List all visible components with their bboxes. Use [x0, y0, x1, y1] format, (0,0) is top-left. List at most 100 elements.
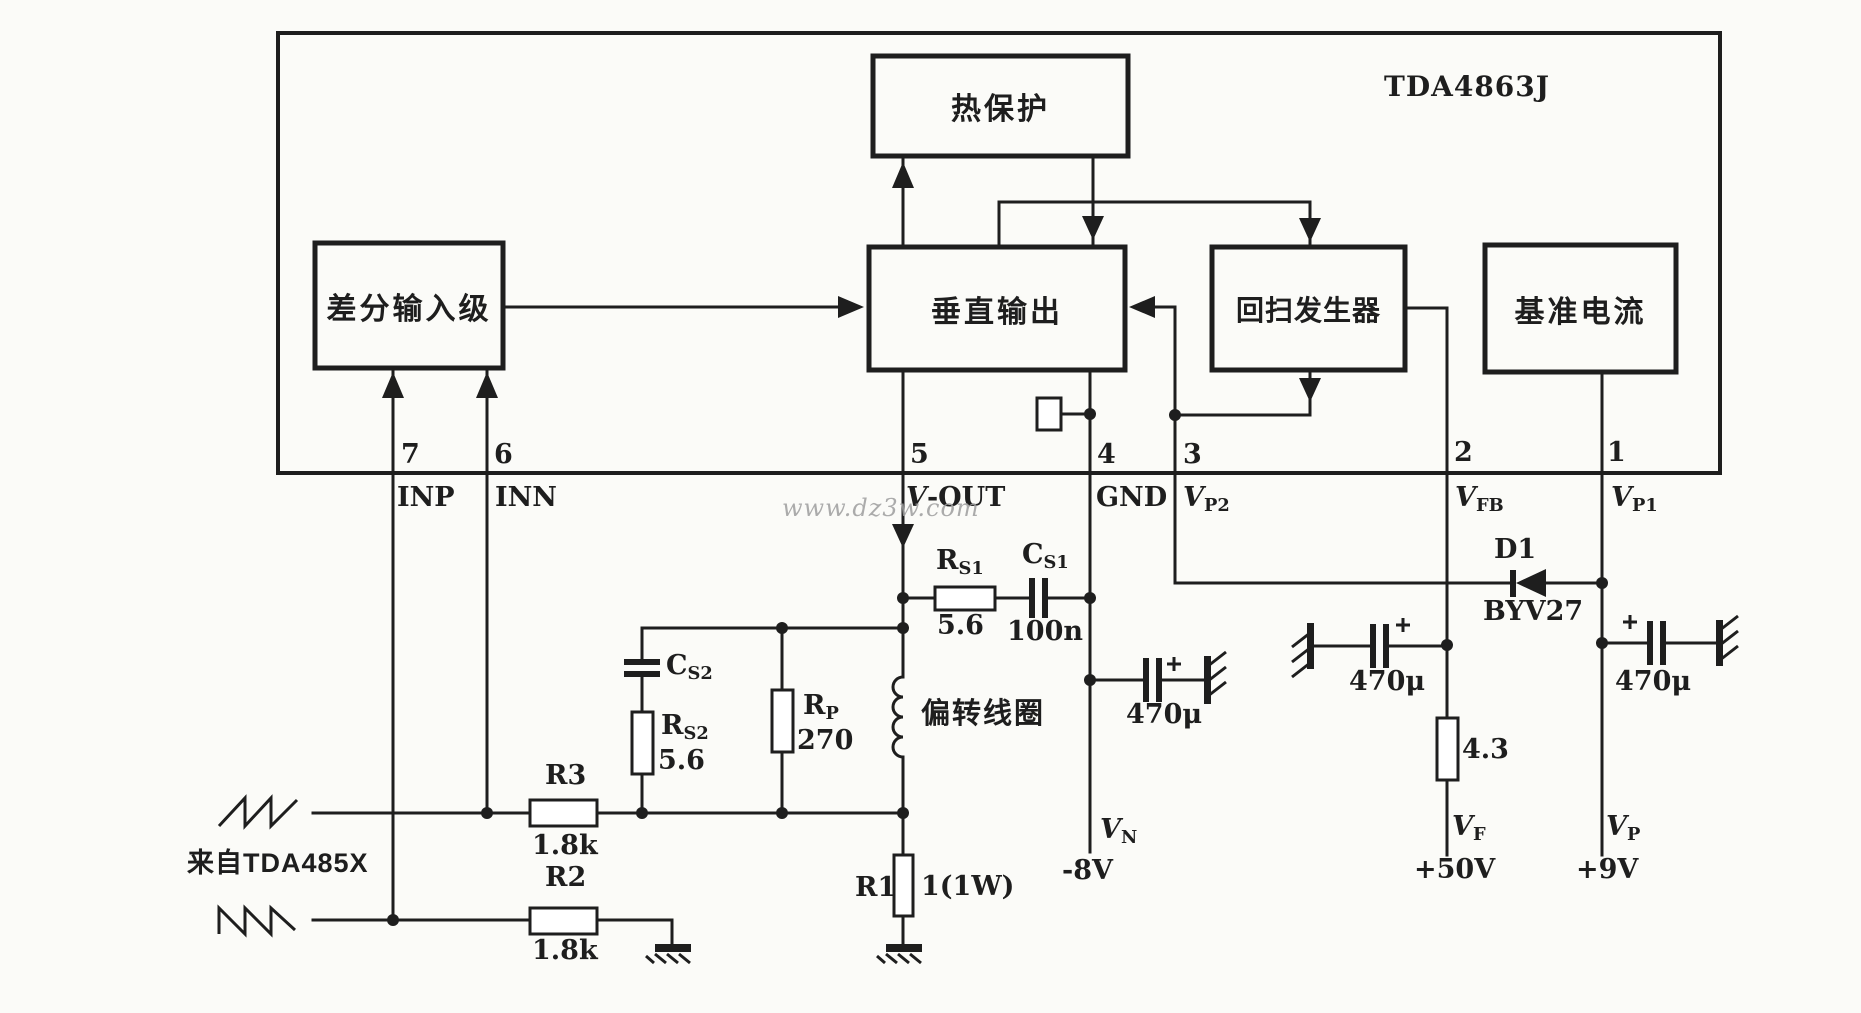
value-c-vp: 470μ: [1615, 666, 1692, 697]
value-4r3: 4.3: [1462, 734, 1509, 765]
arrowhead-down-icon: [1082, 216, 1104, 240]
arrowhead-right-icon: [838, 296, 864, 318]
block-label-diff-input: 差分输入级: [326, 292, 492, 326]
flyback-generator-box: [1209, 244, 1408, 373]
ref-cs1: CS1: [1022, 539, 1069, 573]
value-d1: BYV27: [1483, 596, 1584, 627]
rail-vf-value: +50V: [1414, 854, 1496, 885]
arrowhead-left-icon: [1129, 296, 1155, 318]
resistor-r1: [892, 853, 915, 918]
pin-name-inn: INN: [495, 482, 557, 513]
ground-hatch-icon: [1291, 631, 1311, 679]
value-c-fb: 470μ: [1349, 666, 1426, 697]
rail-vp-value: +9V: [1576, 854, 1639, 885]
ref-rs2: RS2: [661, 710, 709, 744]
rail-vp: VP: [1606, 811, 1641, 845]
resistor-rs2: [630, 710, 655, 776]
plus-sign-icon: [1167, 657, 1181, 671]
capacitor-cs2-icon: [624, 659, 660, 677]
value-r3: 1.8k: [532, 830, 598, 861]
plus-sign-icon: [1623, 615, 1637, 629]
pin-name-vp2: VP2: [1183, 482, 1230, 516]
external-wires: [217, 471, 1739, 965]
sawtooth-falling-icon: [217, 904, 297, 938]
watermark: www.dz3w.com: [782, 494, 980, 522]
value-rs2: 5.6: [658, 745, 705, 776]
block-label-vertical-output: 垂直输出: [931, 295, 1063, 329]
sawtooth-rising-icon: [217, 794, 299, 830]
value-r2: 1.8k: [532, 935, 598, 966]
chip-part-number: TDA4863J: [1384, 70, 1551, 103]
wire-flyback-feedback: [1152, 305, 1177, 417]
ic-outline: [276, 31, 1722, 475]
resistor-rp: [770, 688, 795, 754]
ref-cs2: CS2: [666, 650, 713, 684]
source-note: 来自TDA485X: [187, 848, 369, 878]
arrowhead-down-icon: [892, 524, 914, 548]
ref-r3: R3: [545, 760, 587, 791]
value-rs1: 5.6: [937, 610, 984, 641]
thermal-protect-box: [870, 53, 1131, 159]
value-rp: 270: [797, 725, 854, 756]
ground-hatch-icon: [1207, 650, 1227, 698]
rail-vn: VN: [1100, 814, 1138, 848]
pin-name-vout: V-OUT: [906, 482, 1006, 513]
capacitor-470u-fb-icon: [1370, 624, 1389, 668]
pin-name-vfb: VFB: [1455, 482, 1504, 516]
plus-sign-icon: [1396, 618, 1410, 632]
arrowhead-down-icon: [1299, 218, 1321, 242]
ref-rs1: RS1: [936, 545, 984, 579]
resistor-r3: [528, 798, 599, 828]
pin-number-5: 5: [910, 439, 929, 470]
pin-name-inp: INP: [397, 482, 455, 513]
ref-r2: R2: [545, 862, 587, 893]
pin-name-vp1: VP1: [1611, 482, 1658, 516]
block-label-reference: 基准电流: [1514, 295, 1647, 329]
pin-number-3: 3: [1183, 439, 1202, 470]
reference-current-box: [1482, 242, 1679, 375]
value-r1: 1(1W): [921, 871, 1015, 902]
ref-r1: R1: [855, 872, 897, 903]
rail-vf: VF: [1452, 811, 1486, 845]
wire-trigger: [997, 200, 1312, 249]
pin-number-4: 4: [1097, 439, 1116, 470]
resistor-rs1: [933, 585, 997, 612]
value-c-gnd: 470μ: [1126, 699, 1203, 730]
ground-hatch-icon: [1719, 614, 1739, 662]
wire-r2-right: [595, 918, 674, 946]
ground-icon: [645, 944, 691, 965]
capacitor-cs1-icon: [1029, 578, 1048, 618]
rail-vn-value: -8V: [1062, 855, 1113, 886]
block-label-flyback: 回扫发生器: [1235, 294, 1381, 326]
diode-d1-icon: [1516, 569, 1546, 597]
arrowhead-down-icon: [1299, 378, 1321, 402]
capacitor-470u-vp-icon: [1647, 621, 1666, 665]
ref-d1: D1: [1494, 534, 1537, 565]
pin-number-6: 6: [494, 439, 513, 470]
arrowhead-up-icon: [476, 372, 498, 398]
value-cs1: 100n: [1007, 616, 1083, 647]
sense-element: [1035, 396, 1063, 432]
coil-label: 偏转线圈: [921, 698, 1046, 730]
vertical-output-box: [866, 244, 1128, 373]
resistor-4r3: [1435, 716, 1460, 782]
resistor-r2: [528, 906, 599, 936]
block-label-thermal: 热保护: [951, 93, 1050, 126]
ref-rp: RP: [803, 690, 839, 724]
ground-icon: [876, 944, 922, 965]
diff-input-box: [312, 240, 506, 371]
pin-number-2: 2: [1454, 437, 1473, 468]
arrowhead-up-icon: [892, 162, 914, 188]
junction-dots: [387, 408, 1608, 926]
pin-name-gnd: GND: [1096, 482, 1168, 513]
function-blocks: [312, 53, 1679, 375]
wire-flyback-out-pin2: [1403, 306, 1449, 475]
capacitor-470u-gnd-icon: [1143, 658, 1162, 702]
pin-number-1: 1: [1607, 437, 1626, 468]
deflection-coil-icon: [891, 675, 904, 759]
ground-icon: [1716, 620, 1723, 666]
arrowhead-up-icon: [382, 372, 404, 398]
ground-icon: [1307, 623, 1314, 669]
